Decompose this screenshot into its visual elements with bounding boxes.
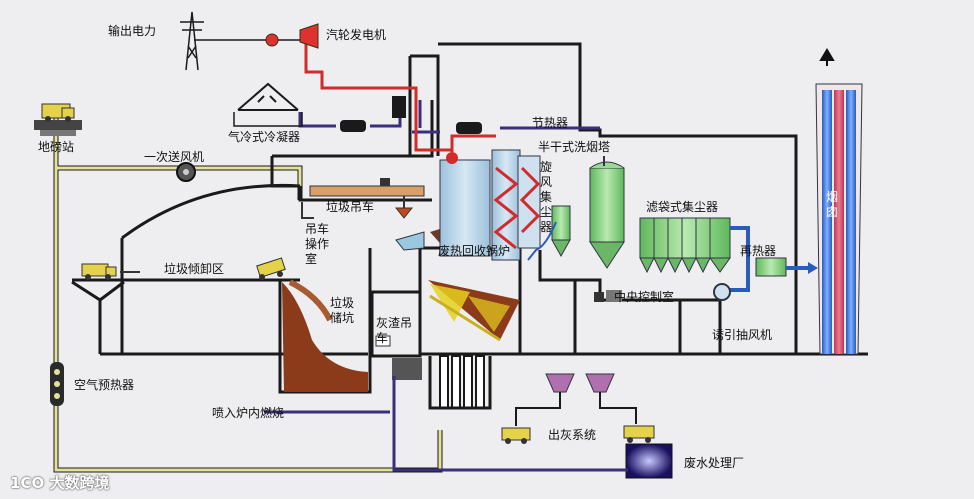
steam-pipe: [304, 40, 496, 152]
ash-discharge-hoppers: [501, 373, 655, 444]
tipping-area-trucks: [71, 257, 286, 354]
ash-hoppers: [428, 355, 492, 410]
chimney: [815, 48, 863, 355]
label-air-preheater: 空气预热器: [74, 378, 135, 392]
label-inject-furnace: 喷入炉内燃烧: [212, 406, 285, 420]
label-primary-air-fan: 一次送风机: [144, 150, 205, 164]
cyclone-collector: [527, 205, 571, 261]
waste-pit: [282, 279, 368, 392]
pipe-pumps: [340, 96, 482, 134]
watermark: 1CO 大数跨境: [10, 472, 109, 493]
label-tipping-area: 垃圾倾卸区: [164, 262, 225, 276]
reheater: [755, 257, 818, 277]
label-ash-discharge: 出灰系统: [548, 428, 597, 442]
label-cyclone-collector: 旋风集尘器: [540, 160, 553, 234]
label-induced-draft-fan: 诱引抽风机: [712, 328, 773, 342]
label-reheater: 再热器: [740, 244, 777, 258]
label-waste-crane: 垃圾吊车: [326, 200, 375, 214]
label-waste-heat-boiler: 废热回收锅炉: [438, 244, 511, 258]
air-cooled-condenser: [233, 82, 303, 127]
label-bag-filter: 滤袋式集尘器: [646, 200, 719, 214]
semi-dry-scrubber: [589, 156, 625, 269]
air-preheater: [50, 362, 64, 406]
wastewater-plant: [625, 443, 673, 479]
waste-crane-rig: [301, 178, 425, 219]
label-output-power: 输出电力: [108, 24, 157, 38]
label-air-cooled-condenser: 气冷式冷凝器: [228, 130, 301, 144]
label-turbine-generator: 汽轮发电机: [326, 28, 387, 42]
watermark-logo: 1CO: [10, 474, 45, 492]
transmission-tower-icon: [180, 11, 204, 71]
label-wastewater-treatment: 废水处理厂: [684, 456, 745, 470]
label-waste-pit: 垃圾储坑: [330, 296, 355, 325]
label-crane-control-room: 吊车操作室: [305, 222, 330, 266]
label-semi-dry-scrubber: 半干式洗烟塔: [538, 140, 611, 154]
central-control-room-desk: [594, 290, 622, 302]
label-chimney: 烟囱: [826, 190, 839, 219]
label-weighbridge: 地磅站: [38, 140, 75, 154]
turbine-generator: [194, 23, 319, 49]
label-economizer: 节热器: [532, 116, 569, 130]
watermark-text: 大数跨境: [49, 474, 110, 492]
waste-heat-boiler: [439, 149, 541, 261]
weighbridge-platform: [34, 103, 82, 136]
label-ash-crane: 灰渣吊车: [376, 316, 413, 345]
label-central-control-room: 中央控制室: [614, 290, 675, 304]
primary-air-fan-icon: [176, 162, 196, 182]
bag-filter: [639, 217, 750, 301]
